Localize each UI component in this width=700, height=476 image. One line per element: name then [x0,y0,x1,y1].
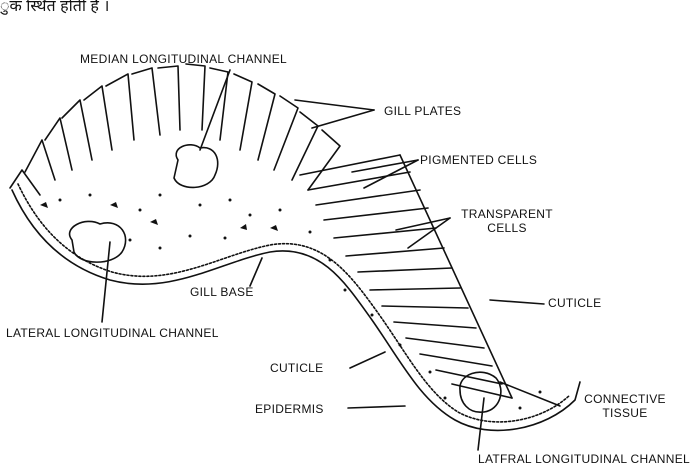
label-transparent-cells-line2: CELLS [452,221,562,235]
leader-gill-base [250,258,262,286]
leader-gill-plates-1 [295,100,374,110]
label-connective-tissue-line2: TISSUE [560,406,690,420]
lateral-channel-left [70,221,126,262]
leader-gill-plates-2 [312,110,374,128]
label-lateral-longitudinal-channel-bottom: LATFRAL LONGITUDINAL CHANNEL [478,452,690,466]
right-gill-plates [300,155,512,398]
label-cuticle-lower: CUTICLE [270,361,323,375]
lateral-channel-bottom [460,372,501,412]
leader-epidermis [348,406,405,408]
label-gill-plates: GILL PLATES [384,104,461,118]
leader-lateral-left [102,242,110,322]
label-connective-tissue-line1: CONNECTIVE [560,392,690,406]
leader-cuticle-right [490,300,544,304]
label-transparent-cells-line1: TRANSPARENT [452,207,562,221]
label-cuticle-right: CUTICLE [548,296,601,310]
label-connective-tissue: CONNECTIVE TISSUE [560,392,690,420]
label-gill-base: GILL BASE [190,285,254,299]
leader-connective [500,382,560,406]
label-transparent-cells: TRANSPARENT CELLS [452,207,562,235]
label-epidermis: EPIDERMIS [255,402,324,416]
median-channel [174,145,218,188]
leader-lateral-bottom [478,398,484,450]
label-pigmented-cells: PIGMENTED CELLS [420,153,537,167]
header-text: ुक स्थित होती है । [0,0,109,14]
leader-cuticle-lower [350,352,385,368]
label-lateral-longitudinal-channel-left: LATERAL LONGITUDINAL CHANNEL [6,326,219,340]
label-median-longitudinal-channel: MEDIAN LONGITUDINAL CHANNEL [80,52,287,66]
